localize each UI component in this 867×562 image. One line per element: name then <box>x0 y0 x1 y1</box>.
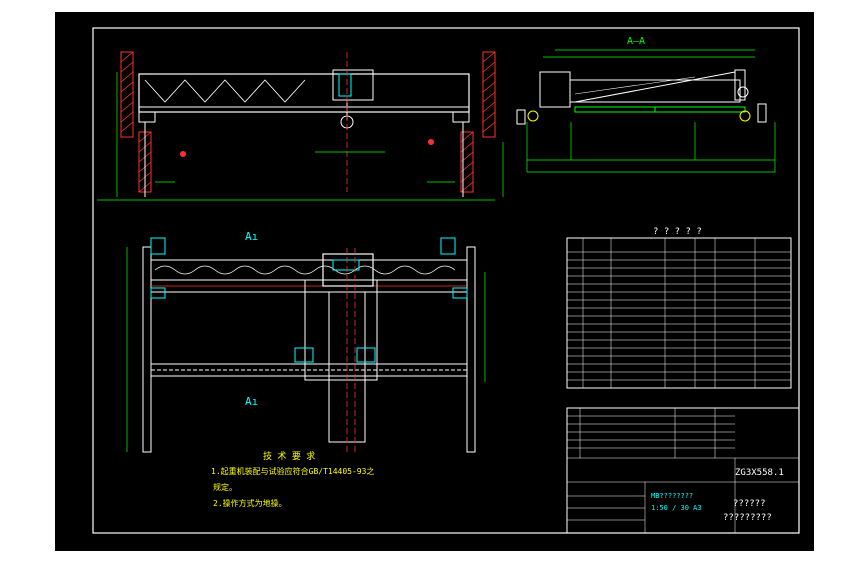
side-section-view: A—A <box>516 36 776 173</box>
code-info: MB???????? <box>651 492 693 500</box>
drawing-name-line2: ????????? <box>723 513 772 523</box>
tech-req-title: 技 术 要 求 <box>263 450 315 462</box>
section-label: A—A <box>627 36 645 47</box>
technical-requirements: 技 术 要 求 1.起重机装配与试验应符合GB/T14405-93之 规定。 2… <box>211 450 374 508</box>
tech-req-line1: 1.起重机装配与试验应符合GB/T14405-93之 <box>211 466 374 476</box>
parameter-table: ? ? ? ? ? <box>566 227 792 389</box>
tech-req-line2: 规定。 <box>213 482 237 492</box>
drawing-name-line1: ?????? <box>733 499 766 509</box>
inner-frame <box>92 27 800 534</box>
drawing-number: ZG3X558.1 <box>735 468 784 478</box>
right-wall-hatch <box>460 51 496 193</box>
cad-drawing-canvas: A—A Aı Aı <box>92 27 800 534</box>
tech-req-line3: 2.操作方式为地操。 <box>213 498 287 508</box>
params-title: ? ? ? ? ? <box>653 227 702 237</box>
title-block: ZG3X558.1 ?????? ????????? 1:50 / 30 A3 … <box>566 407 800 534</box>
view-label-bottom: Aı <box>245 395 258 408</box>
scale-info: 1:50 / 30 A3 <box>651 504 702 512</box>
front-elevation-view <box>97 51 504 201</box>
view-label-top: Aı <box>245 230 258 243</box>
plan-view: Aı Aı <box>126 230 486 453</box>
